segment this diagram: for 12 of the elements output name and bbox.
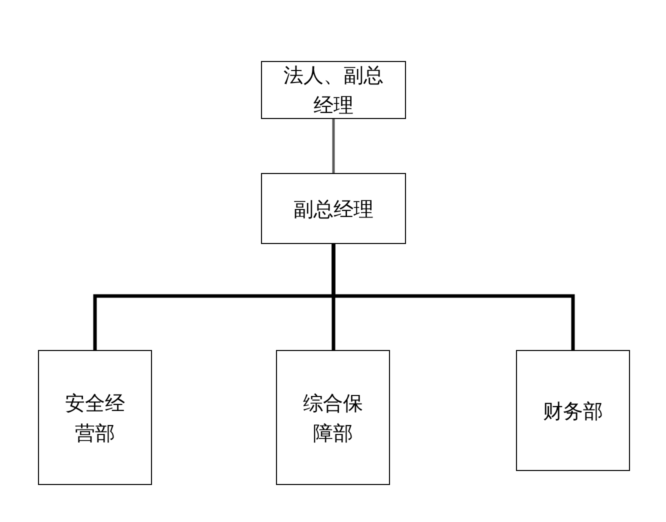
box-label: 财务部 bbox=[542, 398, 604, 424]
org-box bbox=[261, 61, 406, 119]
box-label: 综合保障部 bbox=[302, 390, 364, 446]
box-label: 安全经营部 bbox=[64, 390, 126, 446]
connector-line bbox=[332, 244, 575, 350]
connector-line bbox=[332, 119, 335, 173]
org-box bbox=[276, 350, 390, 485]
org-box bbox=[261, 173, 406, 244]
org-box bbox=[38, 350, 152, 485]
box-label: 法人、副总经理 bbox=[282, 62, 384, 119]
org-box bbox=[516, 350, 630, 471]
box-label: 副总经理 bbox=[292, 196, 374, 222]
